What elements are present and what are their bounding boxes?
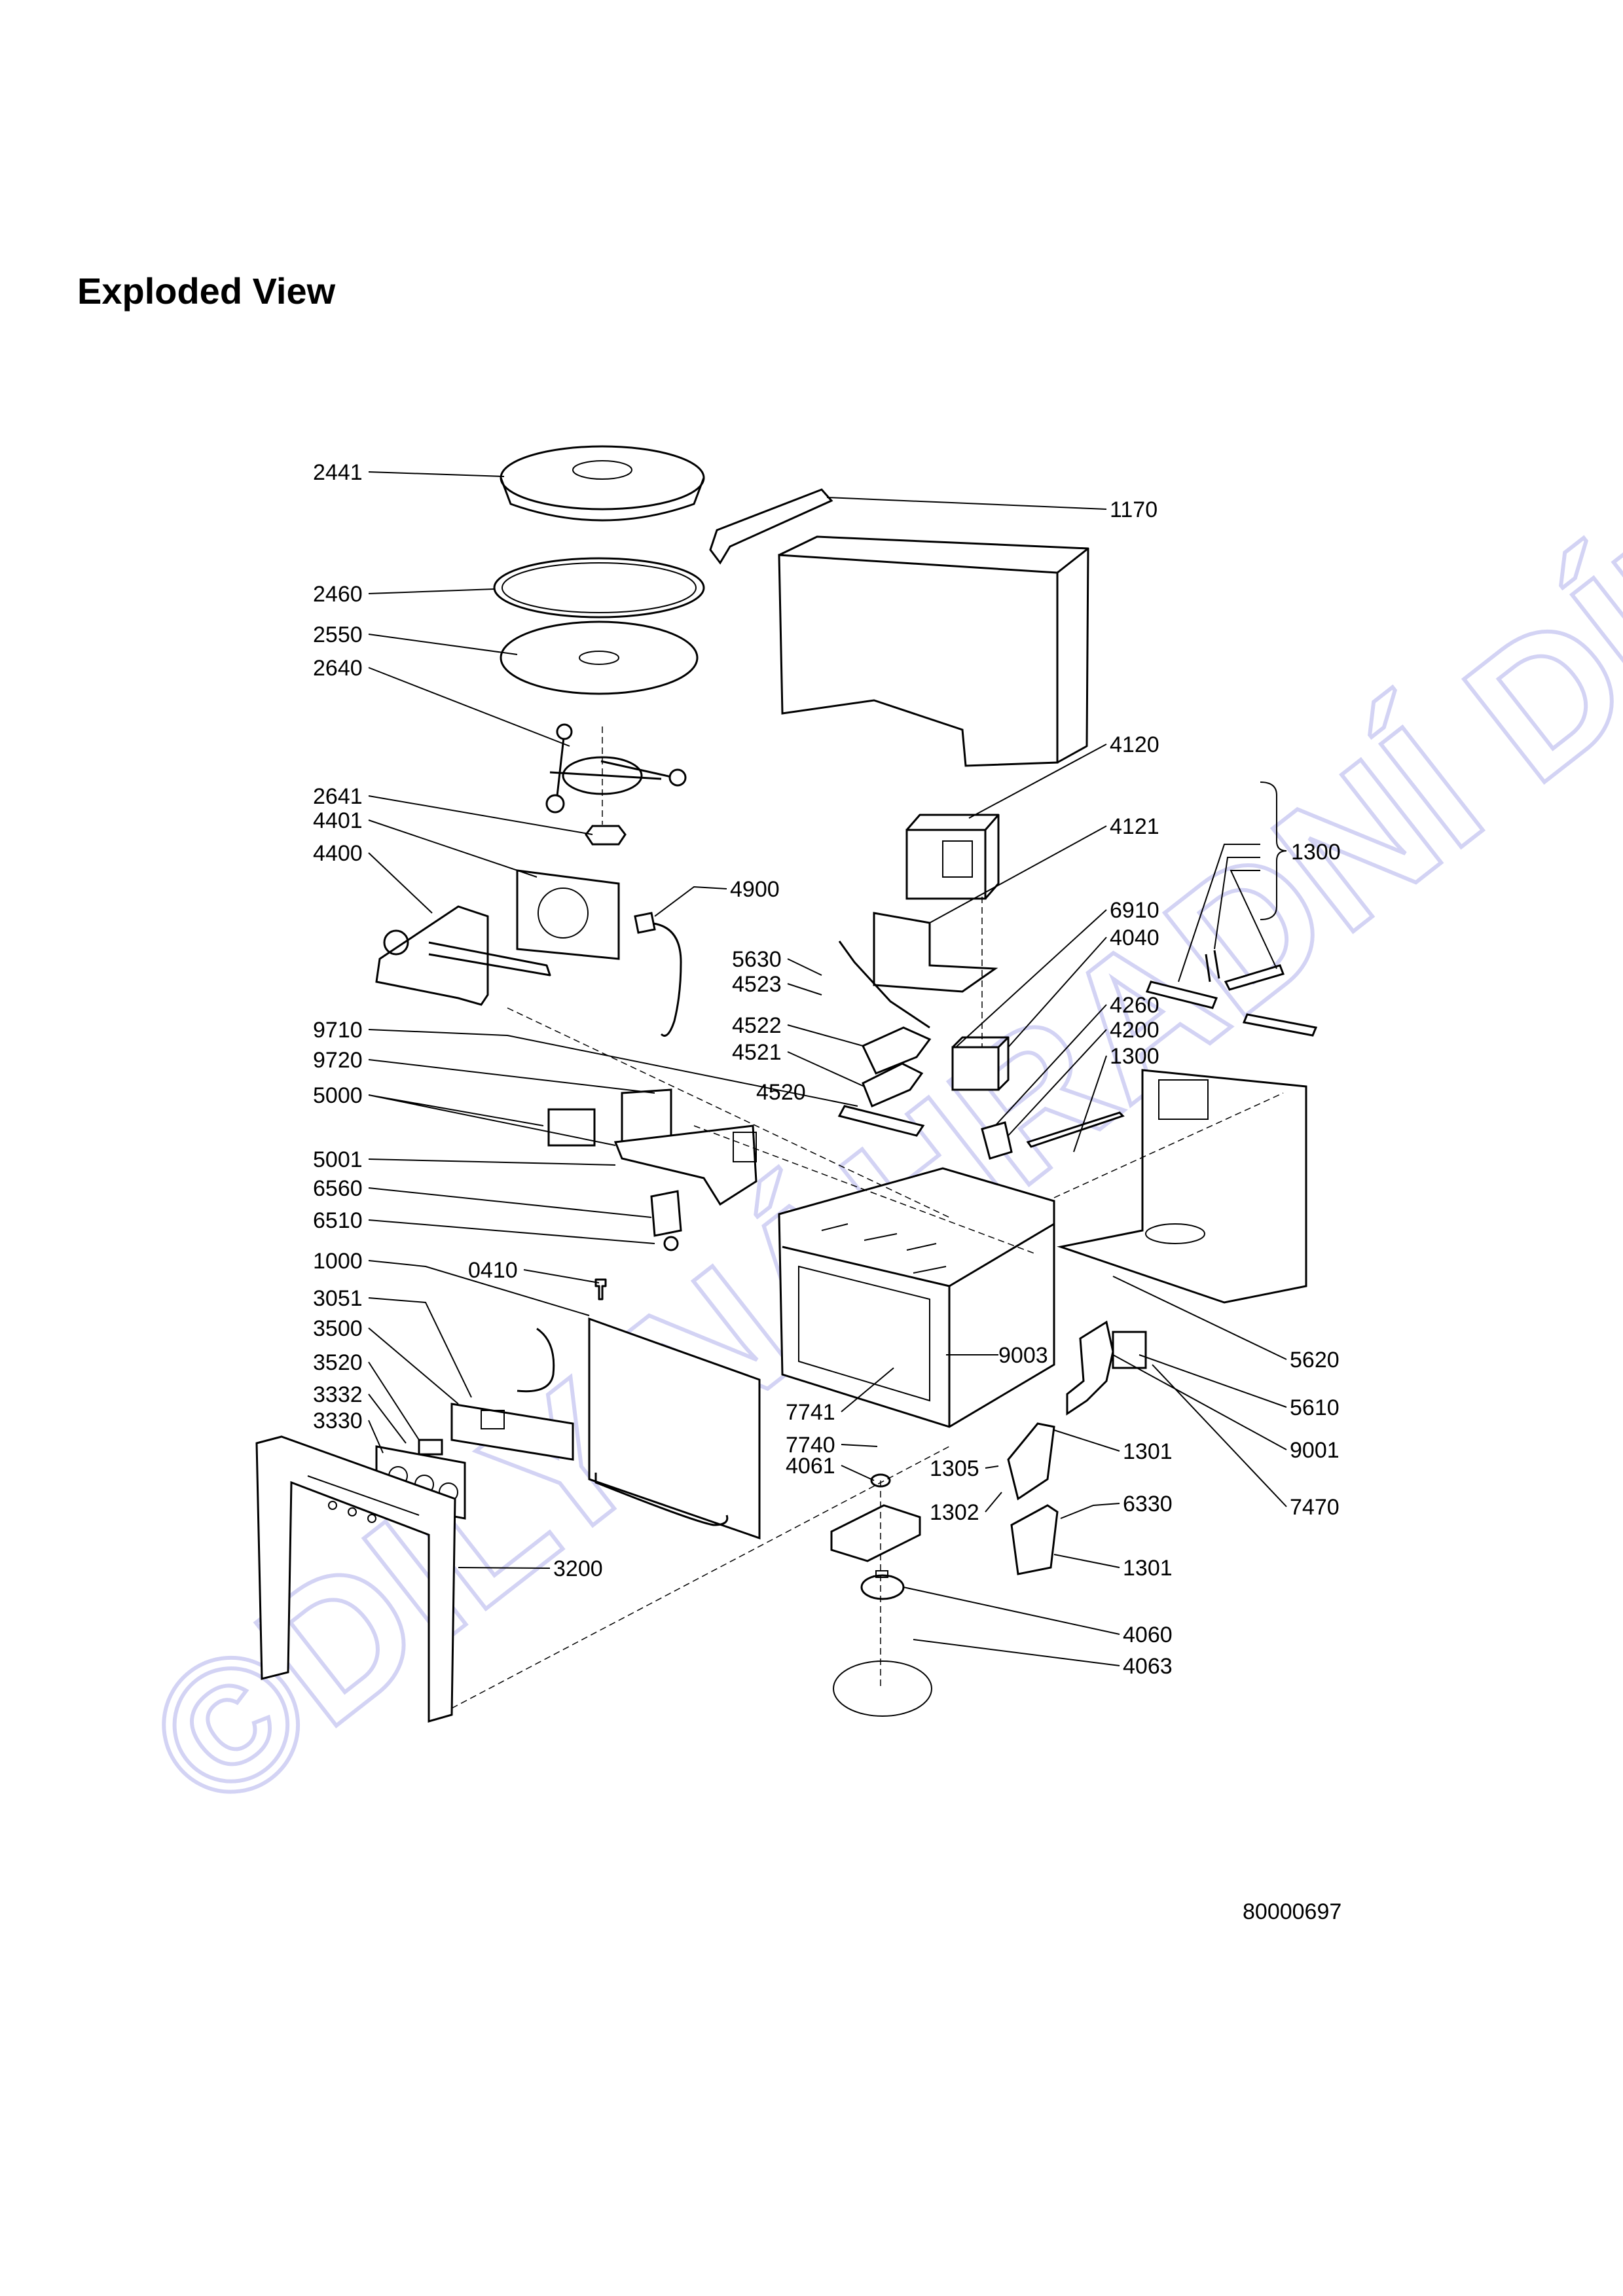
label-4260: 4260 <box>1110 993 1159 1018</box>
label-2641: 2641 <box>313 784 363 809</box>
part-4040-magnetron <box>951 1036 1010 1091</box>
label-3051: 3051 <box>313 1286 363 1311</box>
part-outer-cover <box>778 535 1089 767</box>
label-1301-lower: 1301 <box>1123 1556 1173 1581</box>
part-4900-cable <box>644 922 682 1037</box>
label-4063: 4063 <box>1123 1654 1173 1679</box>
part-4060-motor <box>860 1570 905 1600</box>
part-4400-motor <box>375 869 620 1006</box>
label-0410: 0410 <box>468 1258 518 1283</box>
label-6330: 6330 <box>1123 1492 1173 1516</box>
label-4520: 4520 <box>756 1080 806 1105</box>
part-5000-boards <box>547 1088 757 1206</box>
label-4521: 4521 <box>732 1040 782 1065</box>
label-3520: 3520 <box>313 1350 363 1375</box>
part-4121-bracket <box>873 912 998 993</box>
part-4120-transformer <box>905 814 1000 900</box>
part-3520-plate <box>418 1439 443 1456</box>
label-3332: 3332 <box>313 1382 363 1407</box>
label-4522: 4522 <box>732 1013 782 1038</box>
label-1170: 1170 <box>1110 497 1158 522</box>
label-5000: 5000 <box>313 1083 363 1108</box>
label-2550: 2550 <box>313 622 363 647</box>
label-6560: 6560 <box>313 1176 363 1201</box>
label-5620: 5620 <box>1290 1348 1340 1372</box>
part-2460-ring <box>493 557 705 619</box>
part-2640-roller <box>545 723 687 814</box>
part-9001-board <box>1112 1331 1147 1369</box>
part-2441-cover <box>500 445 705 522</box>
part-4900-plug <box>634 912 656 934</box>
part-1000-door <box>588 1317 761 1540</box>
label-4121: 4121 <box>1110 814 1159 839</box>
label-5630: 5630 <box>732 947 782 972</box>
label-6510: 6510 <box>313 1208 363 1233</box>
part-4061-base <box>830 1504 921 1562</box>
part-labels: 2441 1170 2460 2550 2640 4120 2641 4401 … <box>313 460 1341 1679</box>
label-4401: 4401 <box>313 808 363 833</box>
label-1301-upper: 1301 <box>1123 1439 1173 1464</box>
part-6910-wire <box>838 941 930 1029</box>
part-7470-panel <box>1066 1320 1114 1416</box>
label-7740: 7740 <box>786 1433 835 1458</box>
part-1300-rails <box>1145 950 1318 1037</box>
label-4900: 4900 <box>730 877 780 902</box>
label-5610: 5610 <box>1290 1395 1340 1420</box>
label-2460: 2460 <box>313 582 363 607</box>
label-6910: 6910 <box>1110 898 1159 923</box>
part-3200-frame <box>255 1435 456 1723</box>
part-4200-capacitor <box>981 1121 1013 1160</box>
part-4520-waveguide <box>837 1026 932 1137</box>
label-4061: 4061 <box>786 1454 835 1479</box>
label-2640: 2640 <box>313 656 363 681</box>
label-9001: 9001 <box>1290 1438 1340 1463</box>
label-7741: 7741 <box>786 1400 835 1425</box>
label-3500: 3500 <box>313 1316 363 1341</box>
label-3200: 3200 <box>553 1556 603 1581</box>
part-4063-disc <box>833 1660 932 1717</box>
page-title: Exploded View <box>77 270 336 312</box>
label-4523: 4523 <box>732 972 782 997</box>
part-side-wall <box>1026 1069 1307 1304</box>
label-9003: 9003 <box>998 1343 1048 1368</box>
label-2441: 2441 <box>313 460 363 485</box>
part-0410-screw <box>594 1278 607 1300</box>
part-2550-plate <box>500 620 699 695</box>
label-1000: 1000 <box>313 1249 363 1274</box>
part-6330-switches <box>1007 1422 1059 1575</box>
label-4060: 4060 <box>1123 1623 1173 1647</box>
leader-lines <box>368 471 1287 1666</box>
label-4120: 4120 <box>1110 732 1159 757</box>
label-7470: 7470 <box>1290 1495 1340 1520</box>
document-number: 80000697 <box>1243 1899 1342 1924</box>
part-1170-bar <box>709 488 833 565</box>
label-1300-top: 1300 <box>1291 840 1341 865</box>
label-5001: 5001 <box>313 1147 363 1172</box>
part-main-cavity <box>778 1167 1055 1428</box>
label-1302: 1302 <box>930 1500 979 1525</box>
part-6560-switch <box>650 1190 682 1251</box>
label-4040: 4040 <box>1110 925 1159 950</box>
label-3330: 3330 <box>313 1408 363 1433</box>
label-1305: 1305 <box>930 1456 979 1481</box>
part-3500-board <box>450 1327 574 1461</box>
label-4200: 4200 <box>1110 1018 1159 1043</box>
label-1300-mid: 1300 <box>1110 1044 1159 1069</box>
label-9710: 9710 <box>313 1018 363 1043</box>
part-2641-coupler <box>585 825 627 846</box>
label-4400: 4400 <box>313 841 363 866</box>
label-9720: 9720 <box>313 1048 363 1073</box>
